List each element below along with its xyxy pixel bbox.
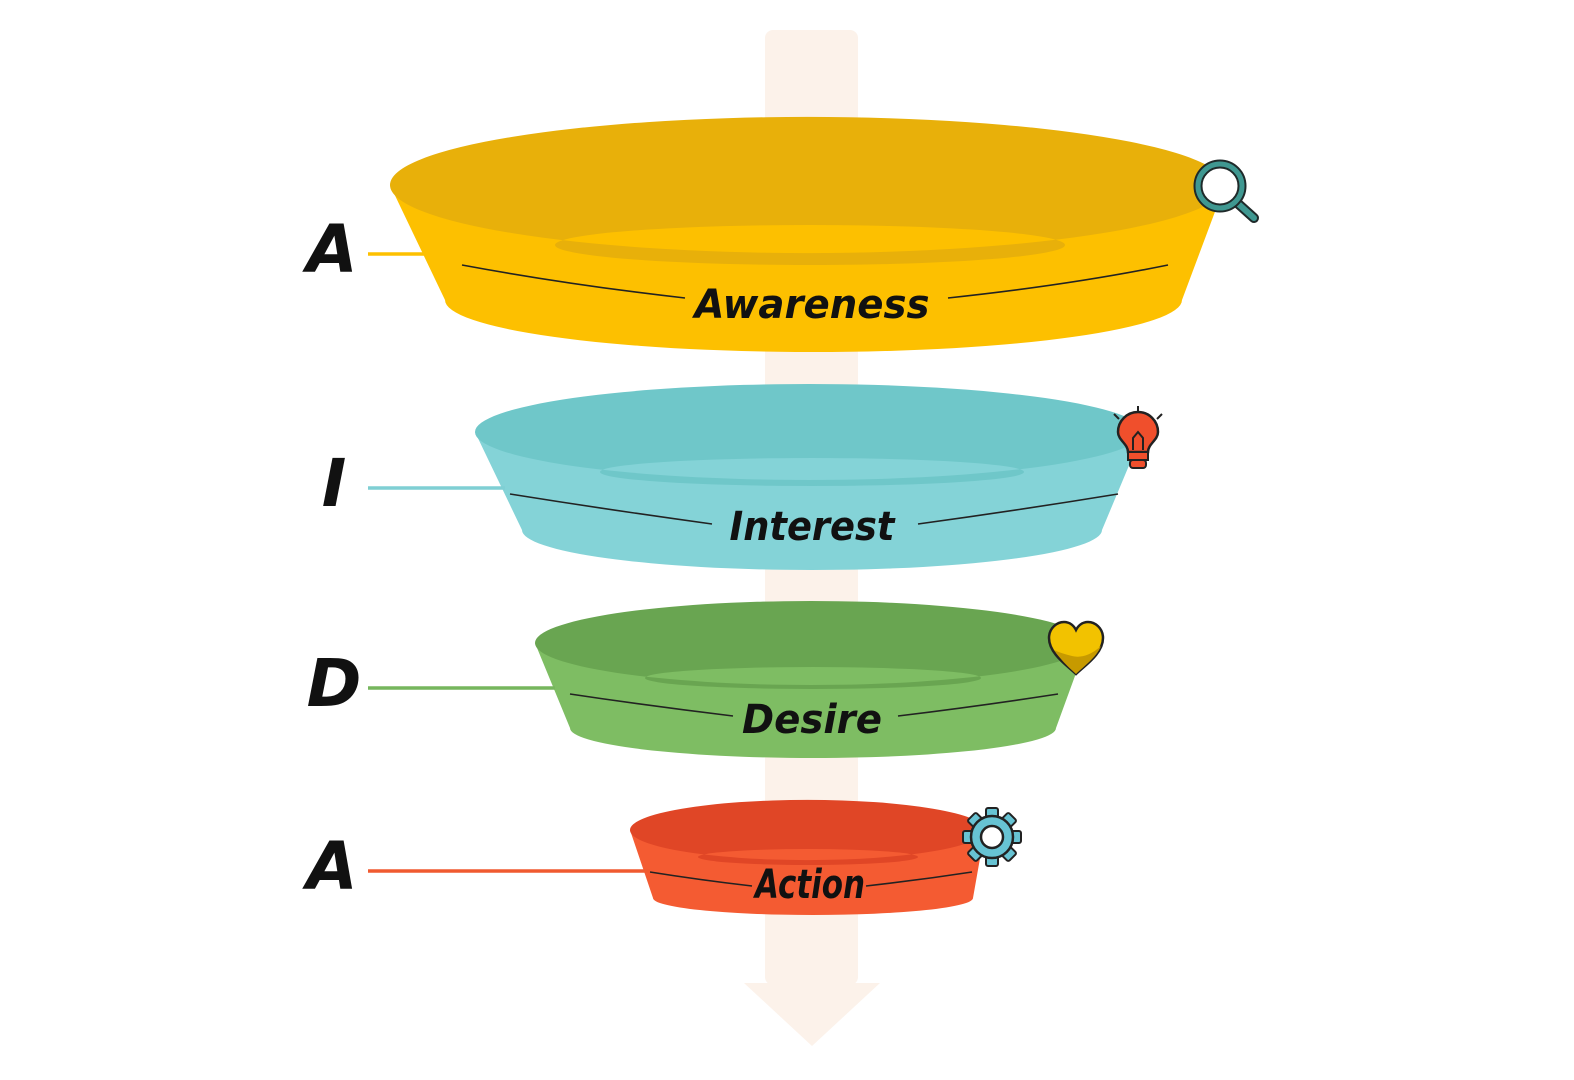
interest-text-guide-left — [509, 493, 713, 525]
interest-ring-top — [475, 384, 1143, 486]
action-ring-top — [629, 799, 986, 865]
stage-interest: Interest I — [322, 384, 1163, 570]
action-letter: A — [301, 828, 357, 905]
action-text-guide-left — [649, 871, 753, 887]
interest-ring-band — [475, 432, 1143, 570]
interest-letter: I — [322, 445, 347, 522]
stage-action: Action A — [301, 799, 1022, 915]
action-text-guide-right — [865, 871, 973, 887]
interest-title: Interest — [730, 504, 897, 550]
awareness-text-guide-left — [461, 264, 686, 299]
desire-letter: D — [307, 645, 362, 722]
desire-text-guide-left — [569, 693, 734, 717]
awareness-title: Awareness — [692, 282, 930, 328]
stage-desire: Desire D — [307, 600, 1105, 758]
desire-text-guide-right — [897, 693, 1059, 717]
gear-icon — [962, 807, 1022, 867]
flow-arrow-head — [744, 983, 880, 1046]
magnifier-icon — [1193, 159, 1259, 223]
awareness-ring-top — [390, 116, 1225, 266]
lightbulb-icon — [1113, 406, 1163, 469]
desire-title: Desire — [742, 697, 882, 743]
stage-awareness: Awareness A — [301, 116, 1259, 353]
heart-icon — [1047, 620, 1105, 676]
desire-ring-top — [534, 600, 1087, 689]
awareness-letter: A — [301, 211, 357, 288]
awareness-text-guide-right — [947, 264, 1169, 299]
interest-text-guide-right — [917, 493, 1119, 525]
action-title: Action — [753, 862, 865, 908]
